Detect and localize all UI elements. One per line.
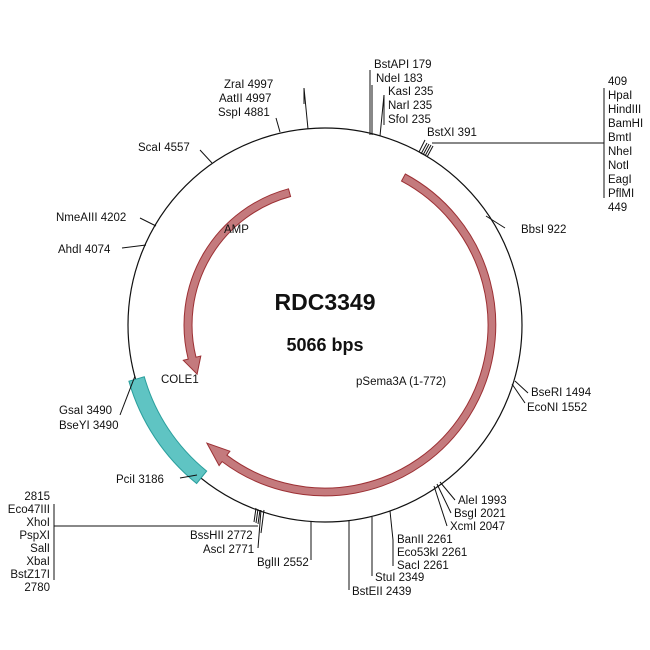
site-tick-banii-group [389, 510, 394, 541]
plasmid-size: 5066 bps [286, 335, 363, 355]
cluster-right-label: HpaI [608, 90, 632, 102]
site-tick-alei [439, 481, 456, 501]
site-label-scai: ScaI 4557 [138, 142, 190, 154]
cluster-left-labels: 2815 Eco47III XhoI PspXI SalI XbaI BstZ1… [8, 491, 50, 594]
feature-label-amp: AMP [224, 224, 249, 236]
site-tick-pcii [179, 474, 198, 479]
site-label-stui: StuI 2349 [375, 572, 424, 584]
cluster-right-label: PflMI [608, 188, 634, 200]
cluster-right-label: BmtI [608, 132, 632, 144]
site-label-ahdi: AhdI 4074 [58, 244, 111, 256]
site-tick-bstxi [418, 139, 426, 153]
site-tick-cluster-left-1 [253, 507, 257, 523]
feature-psema3a-arrow [205, 173, 497, 497]
cluster-right-label: NheI [608, 146, 632, 158]
cluster-right-label: HindIII [608, 104, 641, 116]
cluster-right-label: 409 [608, 76, 627, 88]
cluster-left-label: PspXI [19, 530, 50, 542]
plasmid-name: RDC3349 [275, 289, 376, 315]
site-tick-ahdi [121, 244, 147, 249]
site-label-bsteii: BstEII 2439 [352, 586, 411, 598]
cluster-left-label: XhoI [26, 517, 50, 529]
site-tick-scai [199, 149, 213, 164]
site-label-econi: EcoNI 1552 [527, 402, 587, 414]
feature-label-psema3a: pSema3A (1-772) [356, 376, 446, 388]
site-label-zrai: ZraI 4997 [224, 79, 273, 91]
cluster-right-label: NotI [608, 160, 629, 172]
site-label-asci: AscI 2771 [203, 544, 254, 556]
site-label-sfoi: SfoI 235 [388, 114, 431, 126]
site-label-bstxi: BstXI 391 [427, 127, 477, 139]
site-label-pcii: PciI 3186 [116, 474, 164, 486]
site-label-kasi: KasI 235 [388, 86, 433, 98]
site-tick-gsai [119, 375, 136, 416]
site-tick-cluster-right-3 [424, 144, 432, 157]
cluster-left-label: 2815 [24, 491, 50, 503]
site-label-bseyi: BseYI 3490 [59, 420, 118, 432]
cluster-left-label: BstZ17I [10, 569, 50, 581]
site-tick-bsgi [436, 483, 452, 514]
site-tick-bseri [514, 380, 529, 394]
site-tick-xcmi [433, 485, 448, 527]
site-label-banii: BanII 2261 [397, 534, 453, 546]
site-tick-asci [257, 509, 262, 549]
site-tick-zrai [303, 87, 309, 130]
site-label-alei: AleI 1993 [458, 495, 507, 507]
feature-label-cole1: COLE1 [161, 374, 199, 386]
plasmid-backbone-circle [127, 127, 523, 523]
feature-cole1-block [128, 376, 208, 485]
site-tick-sspi [275, 117, 281, 133]
site-tick-econi [511, 383, 526, 404]
site-tick-kasi-group [379, 94, 385, 137]
site-label-bsgi: BsgI 2021 [454, 508, 506, 520]
feature-amp-arrow [182, 188, 292, 376]
site-label-saci: SacI 2261 [397, 560, 449, 572]
site-label-sspi: SspI 4881 [218, 107, 270, 119]
site-tick-nmeaiii [139, 217, 157, 227]
cluster-right-label: BamHI [608, 118, 643, 130]
site-tick-cluster-right-4 [426, 145, 434, 158]
site-tick-cluster-left-3 [257, 509, 261, 525]
cluster-right-labels: 409 HpaI HindIII BamHI BmtI NheI NotI Ea… [608, 76, 643, 214]
cluster-left-label: SalI [30, 543, 50, 555]
site-label-nmeaiii: NmeAIII 4202 [56, 212, 126, 224]
site-tick-cluster-right-2 [422, 143, 430, 156]
site-label-xcmi: XcmI 2047 [450, 521, 505, 533]
site-label-nari: NarI 235 [388, 100, 432, 112]
site-label-aatii: AatII 4997 [219, 93, 271, 105]
site-label-bbsi: BbsI 922 [521, 224, 566, 236]
cluster-right-label: EagI [608, 174, 632, 186]
cluster-left-label: 2780 [24, 582, 50, 594]
site-label-gsai: GsaI 3490 [59, 405, 112, 417]
site-tick-bsshii [260, 509, 265, 534]
site-tick-cluster-left-2 [255, 508, 259, 524]
cluster-left-label: Eco47III [8, 504, 50, 516]
site-tick-cluster-right-1 [420, 142, 428, 155]
site-label-ndei: NdeI 183 [376, 73, 423, 85]
site-label-bseri: BseRI 1494 [531, 387, 592, 399]
cluster-right-label: 449 [608, 202, 627, 214]
site-label-bsshii: BssHII 2772 [190, 530, 253, 542]
site-tick-bbsi [485, 215, 506, 229]
site-label-bstapi: BstAPI 179 [374, 59, 432, 71]
cluster-left-label: XbaI [26, 556, 50, 568]
site-label-bglii: BglII 2552 [257, 557, 309, 569]
site-label-eco53ki: Eco53kI 2261 [397, 547, 467, 559]
